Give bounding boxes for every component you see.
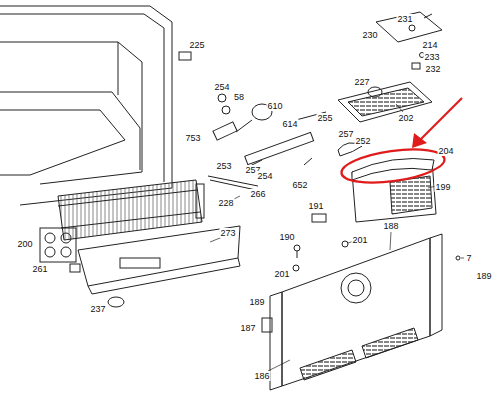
callout-number: 255	[316, 113, 333, 123]
callout-number: 58	[233, 92, 245, 102]
callout-number: 614	[281, 119, 298, 129]
callout-number: 253	[215, 161, 232, 171]
callout-number: 254	[213, 82, 230, 92]
callout-number: 190	[278, 232, 295, 242]
callout-number: 199	[434, 182, 451, 192]
callout-number: 200	[16, 239, 33, 249]
callout-number: 7	[465, 253, 472, 263]
callout-number: 201	[351, 235, 368, 245]
callout-number: 231	[396, 14, 413, 24]
callout-number: 201	[273, 269, 290, 279]
callout-number: 227	[353, 77, 370, 87]
callout-number: 228	[217, 198, 234, 208]
callout-number: 266	[249, 189, 266, 199]
callout-number: 232	[424, 64, 441, 74]
callout-number: 753	[184, 133, 201, 143]
callout-number: 214	[421, 40, 438, 50]
callout-number: 610	[266, 101, 283, 111]
callout-number: 237	[89, 304, 106, 314]
callout-number: 254	[256, 171, 273, 181]
callout-number: 202	[397, 113, 414, 123]
callout-number: 233	[423, 52, 440, 62]
callout-number: 652	[291, 180, 308, 190]
callout-number: 187	[239, 323, 256, 333]
callout-number: 225	[188, 40, 205, 50]
callout-number: 189	[248, 297, 265, 307]
callout-number: 273	[219, 228, 236, 238]
callout-number: 191	[307, 201, 324, 211]
callout-number: 204	[437, 146, 454, 156]
callout-number: 230	[361, 30, 378, 40]
callout-number: 188	[382, 221, 399, 231]
callout-number: 261	[31, 264, 48, 274]
callout-number: 252	[354, 136, 371, 146]
callout-number: 189	[475, 271, 492, 281]
callout-number: 186	[253, 371, 270, 381]
callout-number: 257	[337, 129, 354, 139]
